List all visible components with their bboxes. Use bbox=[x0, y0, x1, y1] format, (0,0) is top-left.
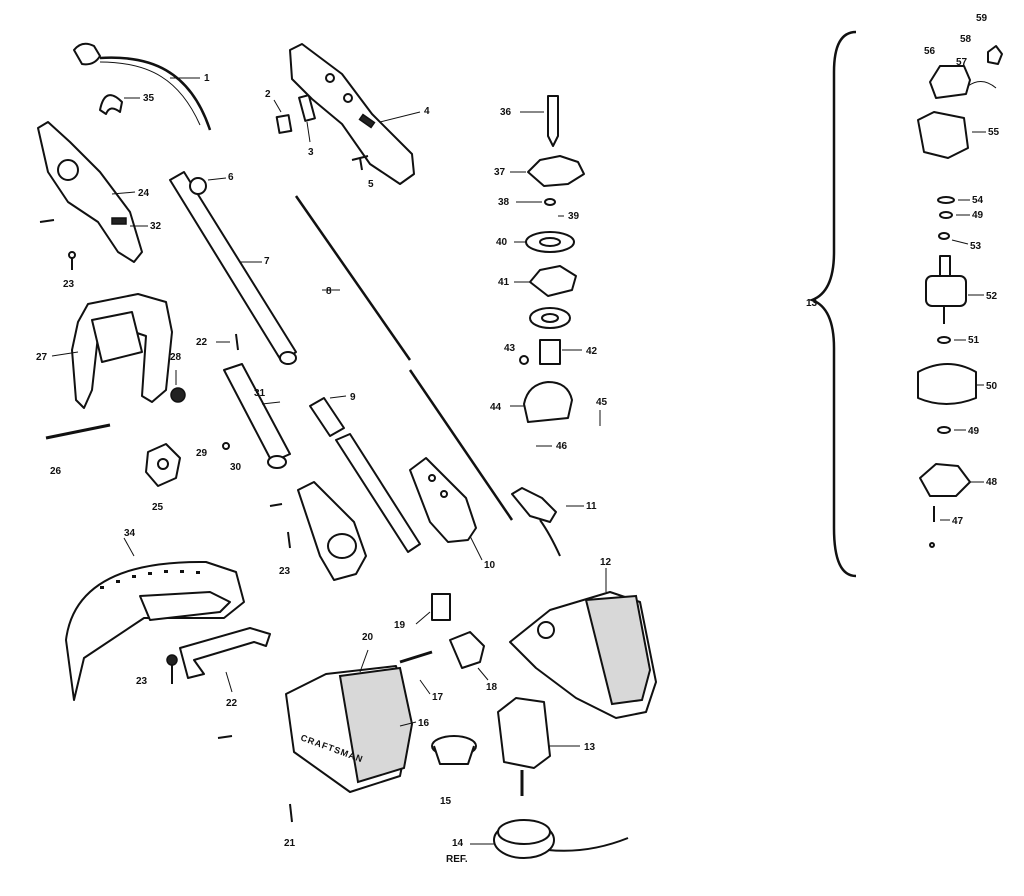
callout-21: 21 bbox=[284, 838, 296, 849]
part-10-lower-housing: 10 23 bbox=[269, 433, 496, 581]
part-34-guard: 34 23 bbox=[65, 528, 245, 701]
part-12-gear-housing: 12 bbox=[509, 557, 657, 719]
callout-51: 51 bbox=[968, 335, 980, 346]
callout-50: 50 bbox=[986, 381, 998, 392]
part-35-clip: 35 bbox=[99, 93, 155, 115]
callout-12: 12 bbox=[600, 557, 612, 568]
part-22-screw: 22 bbox=[196, 333, 239, 351]
callout-10: 10 bbox=[484, 560, 496, 571]
callout-46: 46 bbox=[556, 441, 568, 452]
part-1-power-cord: 1 bbox=[73, 42, 212, 131]
parts-17-18-19: 17 18 19 bbox=[394, 593, 498, 703]
callout-57: 57 bbox=[956, 57, 968, 68]
ref-label: REF. bbox=[446, 854, 468, 865]
callout-5: 5 bbox=[368, 179, 374, 190]
callout-4: 4 bbox=[424, 106, 430, 117]
part-28-knob: 28 bbox=[170, 352, 186, 403]
callout-19: 19 bbox=[394, 620, 406, 631]
part-4-handle-half: 4 bbox=[289, 43, 430, 185]
callout-28: 28 bbox=[170, 352, 182, 363]
callout-40: 40 bbox=[496, 237, 508, 248]
callout-34: 34 bbox=[124, 528, 136, 539]
callout-59: 59 bbox=[976, 13, 988, 24]
callout-42: 42 bbox=[586, 346, 598, 357]
callout-11: 11 bbox=[586, 501, 597, 512]
callout-38: 38 bbox=[498, 197, 510, 208]
callout-27: 27 bbox=[36, 352, 48, 363]
callout-55: 55 bbox=[988, 127, 1000, 138]
part-25-clamp: 25 bbox=[145, 443, 181, 513]
part-2-part-3-hardware: 2 3 bbox=[265, 89, 316, 158]
part-31-lower-tube: 31 30 29 bbox=[196, 363, 291, 473]
callout-6: 6 bbox=[228, 172, 234, 183]
callout-31: 31 bbox=[254, 388, 266, 399]
callout-53: 53 bbox=[970, 241, 982, 252]
callout-23-c: 23 bbox=[136, 676, 148, 687]
motor-breakdown-group: 13 56 57 58 59 55 54 49 53 52 51 50 49 bbox=[806, 13, 1003, 578]
part-15-bearing-cup: 15 bbox=[431, 735, 477, 807]
callout-24: 24 bbox=[138, 188, 150, 199]
callout-36: 36 bbox=[500, 107, 512, 118]
part-7-upper-tube: 6 7 bbox=[169, 171, 297, 365]
callout-30: 30 bbox=[230, 462, 242, 473]
callout-44: 44 bbox=[490, 402, 502, 413]
callout-32: 32 bbox=[150, 221, 162, 232]
callout-8: 8 bbox=[326, 286, 332, 297]
callout-43: 43 bbox=[504, 343, 516, 354]
callout-2: 2 bbox=[265, 89, 271, 100]
callout-20: 20 bbox=[362, 632, 374, 643]
part-11-switch: 11 bbox=[511, 487, 597, 557]
callout-37: 37 bbox=[494, 167, 506, 178]
callout-48: 48 bbox=[986, 477, 998, 488]
callout-29: 29 bbox=[196, 448, 208, 459]
callout-22-a: 22 bbox=[196, 337, 208, 348]
callout-35: 35 bbox=[143, 93, 155, 104]
callout-58: 58 bbox=[960, 34, 972, 45]
callout-22-b: 22 bbox=[226, 698, 238, 709]
callout-25: 25 bbox=[152, 502, 164, 513]
callout-3: 3 bbox=[308, 147, 314, 158]
callout-18: 18 bbox=[486, 682, 498, 693]
callout-39: 39 bbox=[568, 211, 580, 222]
callout-17: 17 bbox=[432, 692, 444, 703]
part-13-motor: 13 bbox=[497, 697, 596, 796]
callout-23-a: 23 bbox=[63, 279, 75, 290]
part-27-loop-handle: 27 bbox=[36, 293, 173, 409]
callout-26: 26 bbox=[50, 466, 62, 477]
callout-49-a: 49 bbox=[972, 210, 984, 221]
callout-7: 7 bbox=[264, 256, 270, 267]
callout-16: 16 bbox=[418, 718, 430, 729]
callout-23-b: 23 bbox=[279, 566, 291, 577]
callout-56: 56 bbox=[924, 46, 936, 57]
callout-49-b: 49 bbox=[968, 426, 980, 437]
screws-23-left: 23 bbox=[39, 219, 76, 290]
callout-13-a: 13 bbox=[584, 742, 596, 753]
part-8-drive-shaft: 8 bbox=[294, 195, 514, 521]
callout-54: 54 bbox=[972, 195, 984, 206]
part-26-bolt: 26 bbox=[45, 423, 111, 477]
part-24-handle-half: 24 32 bbox=[37, 121, 162, 263]
callout-41: 41 bbox=[498, 277, 510, 288]
part-9-coupler: 9 bbox=[309, 392, 356, 437]
callout-52: 52 bbox=[986, 291, 998, 302]
part-20-motor-housing: CRAFTSMAN 20 16 21 bbox=[217, 632, 430, 849]
callout-9: 9 bbox=[350, 392, 356, 403]
part-5-pin: 5 bbox=[351, 155, 374, 190]
callout-13-b: 13 bbox=[806, 298, 818, 309]
callout-14: 14 bbox=[452, 838, 464, 849]
part-22-bracket: 22 bbox=[179, 627, 271, 709]
callout-45: 45 bbox=[596, 397, 608, 408]
callout-15: 15 bbox=[440, 796, 452, 807]
callout-47: 47 bbox=[952, 516, 964, 527]
callout-1: 1 bbox=[204, 73, 210, 84]
head-components: 36 37 38 39 40 41 42 43 44 45 46 bbox=[490, 95, 608, 452]
part-14-spool: 14 REF. bbox=[446, 819, 629, 865]
